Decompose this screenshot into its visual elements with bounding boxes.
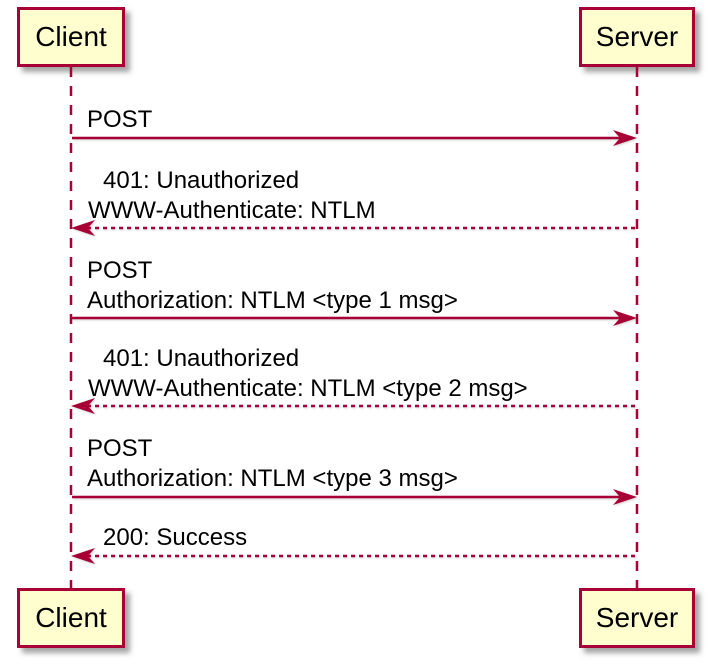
message-label-line: POST bbox=[87, 435, 153, 462]
message-1-label: POST bbox=[87, 105, 152, 135]
message-label-line: 401: Unauthorized bbox=[103, 167, 300, 194]
message-5-arrow-right-icon bbox=[72, 489, 637, 505]
message-2-arrow-left-icon bbox=[71, 220, 637, 236]
message-label-line: 401: Unauthorized bbox=[103, 345, 300, 372]
participant-label-client: Client bbox=[35, 21, 107, 52]
participant-box-server-top: Server bbox=[579, 7, 695, 67]
message-3-label: POST Authorization: NTLM <type 1 msg> bbox=[87, 256, 458, 316]
message-label-line: 200: Success bbox=[103, 524, 248, 551]
message-label-line: WWW-Authenticate: NTLM <type 2 msg> bbox=[88, 375, 528, 402]
message-4-label: 401: Unauthorized WWW-Authenticate: NTLM… bbox=[88, 344, 528, 404]
message-label-line: WWW-Authenticate: NTLM bbox=[88, 197, 376, 224]
message-1-arrow-right-icon bbox=[72, 130, 637, 146]
message-2-label: 401: Unauthorized WWW-Authenticate: NTLM bbox=[88, 166, 376, 226]
participant-label-server: Server bbox=[595, 602, 679, 633]
participant-label-client: Client bbox=[35, 602, 107, 633]
message-label-line: POST bbox=[87, 257, 153, 284]
message-4-arrow-left-icon bbox=[71, 398, 637, 414]
participant-box-client-bottom: Client bbox=[17, 588, 125, 648]
participant-box-client-top: Client bbox=[17, 7, 125, 67]
message-5-label: POST Authorization: NTLM <type 3 msg> bbox=[87, 434, 458, 494]
participant-label-server: Server bbox=[595, 21, 679, 52]
message-3-arrow-right-icon bbox=[72, 310, 637, 326]
message-label-line: Authorization: NTLM <type 3 msg> bbox=[87, 465, 458, 492]
message-6-label: 200: Success bbox=[88, 523, 247, 553]
message-label-line: POST bbox=[87, 106, 153, 133]
message-label-line: Authorization: NTLM <type 1 msg> bbox=[87, 287, 458, 314]
message-6-arrow-left-icon bbox=[71, 548, 637, 564]
participant-box-server-bottom: Server bbox=[579, 588, 695, 648]
